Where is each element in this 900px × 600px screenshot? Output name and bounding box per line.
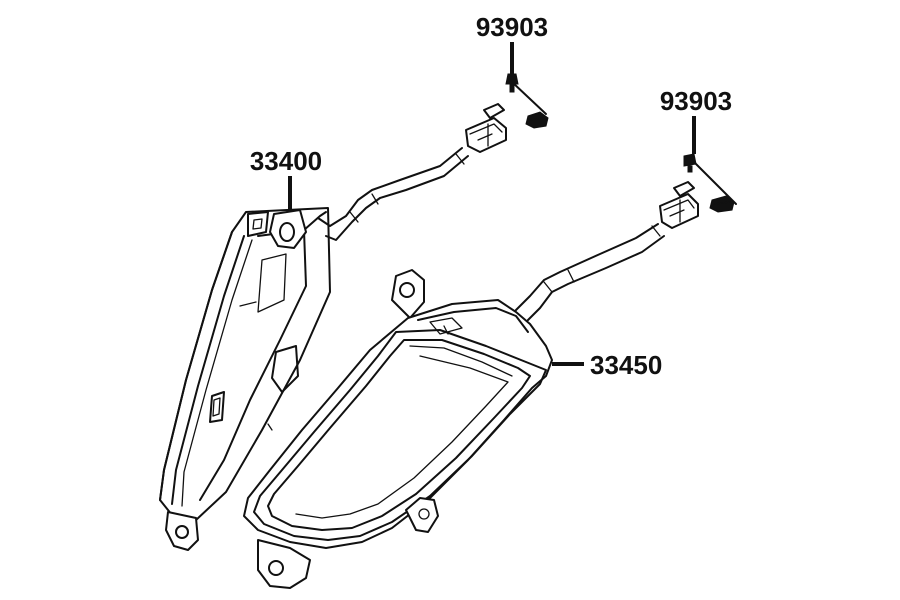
wire-harness-33400	[317, 147, 469, 241]
part-label-33450: 33450	[590, 350, 662, 380]
part-33400-housing[interactable]	[159, 207, 331, 551]
screw-set-a[interactable]	[505, 73, 549, 129]
part-33450-lens[interactable]	[243, 269, 553, 589]
part-label-33400: 33400	[250, 146, 322, 176]
screw-set-b[interactable]	[683, 153, 737, 213]
wire-harness-33450	[515, 223, 665, 321]
part-label-93903-b: 93903	[660, 86, 732, 116]
connector-a-icon	[465, 103, 507, 153]
part-label-93903-a: 93903	[476, 12, 548, 42]
connector-b-icon	[659, 181, 699, 229]
